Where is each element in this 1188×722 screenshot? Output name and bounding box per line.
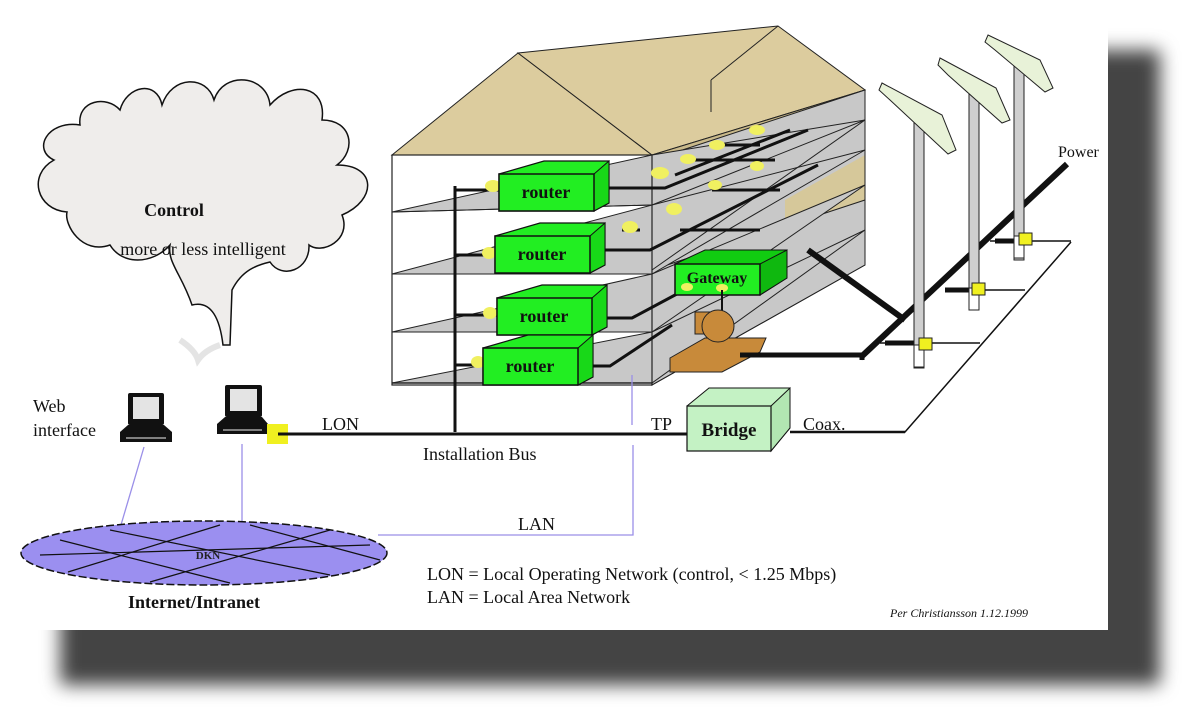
gateway[interactable]: Gateway [674,249,788,312]
control-computer-icon[interactable] [217,385,288,444]
gateway-label: Gateway [687,270,747,287]
bridge[interactable]: Bridge [686,386,791,453]
router-label: router [522,182,571,202]
router-label: router [518,244,567,264]
power-label: Power [1058,144,1100,161]
cloud-tail [178,337,222,367]
web-interface-label-line2: interface [33,420,96,440]
panel-3 [984,34,1054,261]
legend-lon: LON = Local Operating Network (control, … [427,564,836,585]
legend-lan: LAN = Local Area Network [427,587,630,607]
router-3[interactable]: router [496,283,608,336]
web-interface-computer-icon[interactable] [120,393,172,442]
internet-intranet-label: Internet/Intranet [128,592,260,612]
router-4[interactable]: router [482,333,594,386]
installation-bus-label: Installation Bus [423,444,537,464]
internet-network: DKN [20,520,388,586]
coax-label: Coax. [803,414,846,434]
lan-label: LAN [518,514,555,534]
cloud-subtitle: more or less intelligent [120,239,285,259]
tp-label: TP [651,414,672,434]
control-cloud: Control more or less intelligent [37,79,369,367]
dkn-label: DKN [196,550,221,562]
router-label: router [506,356,555,376]
lan-lines [117,375,634,536]
cloud-title: Control [144,200,204,220]
motor-icon [669,309,767,373]
bridge-label: Bridge [702,420,757,441]
web-interface-label-line1: Web [33,396,66,416]
panel-2 [937,57,1011,311]
floor-wiring [455,128,819,368]
router-1[interactable]: router [498,159,610,212]
cloud-shape [37,79,369,346]
panel-1 [878,82,957,369]
roof-edge [710,25,779,81]
router-label: router [520,306,569,326]
author-credit: Per Christiansson 1.12.1999 [889,606,1028,620]
router-2[interactable]: router [494,221,606,274]
lon-label: LON [322,414,359,434]
